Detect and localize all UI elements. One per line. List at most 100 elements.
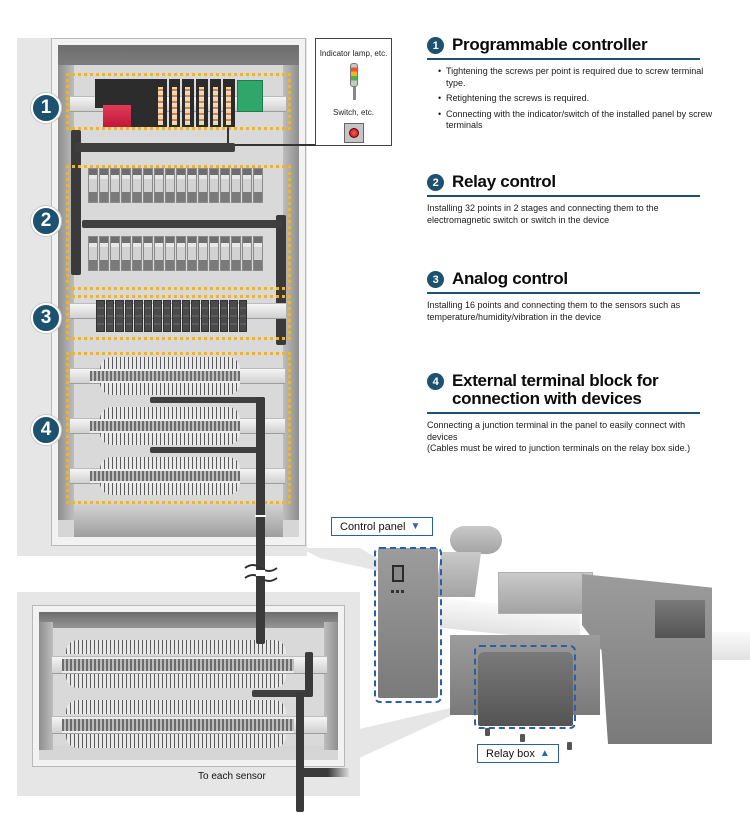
cable-bundle [256, 397, 265, 505]
relay-box-side-right [324, 622, 338, 750]
double-chevron-up-icon: ▲ [539, 747, 550, 759]
tunnel-opening [655, 600, 705, 638]
indicator-cable-drop [227, 127, 229, 145]
wire-fan [66, 640, 286, 654]
terminal-block [90, 469, 240, 483]
plc-io-module [223, 79, 236, 127]
control-panel-label: Control panel [340, 520, 406, 533]
cable-bundle [296, 692, 304, 812]
switch-label: Switch, etc. [333, 108, 374, 117]
relay-module [165, 168, 175, 203]
relay-module [99, 168, 109, 203]
section-number-badge: 1 [427, 37, 444, 54]
zone-2-outline [66, 165, 291, 290]
section-title: 2 Relay control [427, 173, 717, 191]
relay-module [88, 168, 98, 203]
relay-module [121, 168, 131, 203]
analog-module [219, 300, 228, 332]
trunk-cable [256, 500, 265, 620]
analog-module [115, 300, 124, 332]
relay-module [231, 236, 241, 271]
relay-module [198, 168, 208, 203]
relay-row-upper [88, 168, 268, 203]
analog-module [153, 300, 162, 332]
plc-cpu-module [131, 79, 155, 127]
analog-module [200, 300, 209, 332]
plc-io-module [182, 79, 195, 127]
section-divider [427, 58, 700, 60]
bullet-item: Retightening the screws is required. [438, 93, 717, 105]
bullet-item: Tightening the screws per point is requi… [438, 66, 717, 89]
relay-module [110, 168, 120, 203]
zone-1-outline [66, 73, 291, 130]
relay-module [242, 236, 252, 271]
section-body: Connecting a junction terminal in the pa… [427, 420, 717, 455]
plc-power-unit [95, 79, 131, 108]
wire-fan [100, 383, 240, 395]
plc-io-module [196, 79, 208, 127]
relay-module [231, 168, 241, 203]
section-heading: Relay control [452, 172, 556, 191]
cabinet-side-left [58, 65, 74, 520]
cable-bundle-right [276, 215, 286, 345]
section-number-badge: 2 [427, 174, 444, 191]
plc-io-module [209, 79, 222, 127]
relay-module [220, 168, 230, 203]
machine-foot [520, 734, 525, 742]
relay-module [253, 168, 263, 203]
film-roll [450, 526, 502, 554]
machine-foot [485, 728, 490, 736]
zone-4-badge: 4 [31, 415, 61, 445]
section-heading: External terminal block for connection w… [452, 371, 659, 408]
relay-box-callout: Relay box ▲ [477, 744, 559, 763]
wire-fan [100, 407, 240, 419]
wire-fan [100, 433, 240, 445]
zone-2-badge: 2 [31, 206, 61, 236]
cable-bundle [305, 652, 313, 697]
plc-io-modules [155, 79, 236, 127]
section-divider [427, 292, 700, 294]
zone-4-outline [66, 352, 291, 504]
indicator-switch-box: Indicator lamp, etc. Switch, etc. [315, 38, 392, 146]
callout-wedge-relay-box [355, 700, 485, 760]
relay-module [132, 168, 142, 203]
section-heading: Analog control [452, 269, 568, 288]
indicator-lamp-icon [350, 63, 358, 100]
control-panel-unit [378, 548, 438, 698]
terminal-rows [70, 355, 285, 505]
relay-module [154, 236, 164, 271]
relay-module [165, 236, 175, 271]
section-number-badge: 4 [427, 373, 444, 390]
relay-box-terminal-rows [52, 632, 327, 812]
analog-module [124, 300, 133, 332]
section-title: 1 Programmable controller [427, 36, 717, 54]
wire-fan [100, 483, 240, 495]
relay-module [121, 236, 131, 271]
wire-fan [66, 700, 286, 714]
section-body: Installing 16 points and connecting them… [427, 300, 717, 323]
plc-io-module [168, 79, 181, 127]
terminal-block [90, 369, 240, 383]
relay-module [198, 236, 208, 271]
analog-module-row [96, 300, 251, 332]
switch-icon [344, 123, 364, 143]
relay-module [242, 168, 252, 203]
relay-row-lower [88, 236, 268, 271]
section-paragraph: (Cables must be wired to junction termin… [427, 443, 691, 453]
relay-module [187, 236, 197, 271]
cable-bundle [150, 447, 265, 453]
section-external-terminal-block: 4 External terminal block for connection… [427, 372, 717, 455]
relay-module [176, 236, 186, 271]
control-panel-buttons [391, 590, 405, 593]
relay-box-unit [478, 652, 573, 726]
control-panel-screen [392, 565, 404, 582]
section-heading-line: External terminal block for [452, 371, 659, 390]
analog-module [172, 300, 181, 332]
analog-module [191, 300, 200, 332]
section-divider [427, 412, 700, 414]
section-body: Tightening the screws per point is requi… [427, 66, 717, 132]
plc-cpu-red-module [103, 105, 131, 127]
relay-module [187, 168, 197, 203]
bullet-item: Connecting with the indicator/switch of … [438, 109, 717, 132]
section-relay-control: 2 Relay control Installing 32 points in … [427, 173, 717, 226]
